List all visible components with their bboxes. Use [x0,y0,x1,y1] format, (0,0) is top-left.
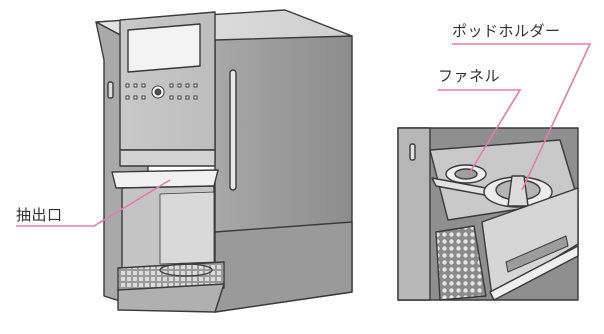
pod-holder-handle [507,175,529,207]
leader-pod-holder [452,43,592,191]
outlet-hood [119,149,216,167]
drip-tray-ring [159,263,213,277]
drawer-closeup [397,127,579,301]
leader-funnel [438,89,522,173]
cup-recess-inner [159,191,215,265]
label-outlet: 抽出口 [16,206,63,224]
drawer-front-slot [505,235,569,273]
housing-bezel [397,127,431,301]
side-knob [107,81,114,99]
coffee-machine [95,9,353,313]
outlet-nozzle [111,169,219,189]
label-pod-holder: ポッドホルダー [452,22,561,40]
door-handle [229,69,237,191]
control-buttons [125,83,198,100]
lower-grill [435,225,487,301]
drawer-front [481,187,579,297]
leader-lines [16,43,592,227]
label-funnel: ファネル [438,67,501,85]
bezel-knob [409,143,416,161]
leader-outlet [16,179,171,227]
door-lower-panel [214,221,353,313]
machine-base [117,283,225,313]
drawer-lip [489,245,579,301]
funnel-opening [454,168,478,180]
display-screen [127,23,201,73]
